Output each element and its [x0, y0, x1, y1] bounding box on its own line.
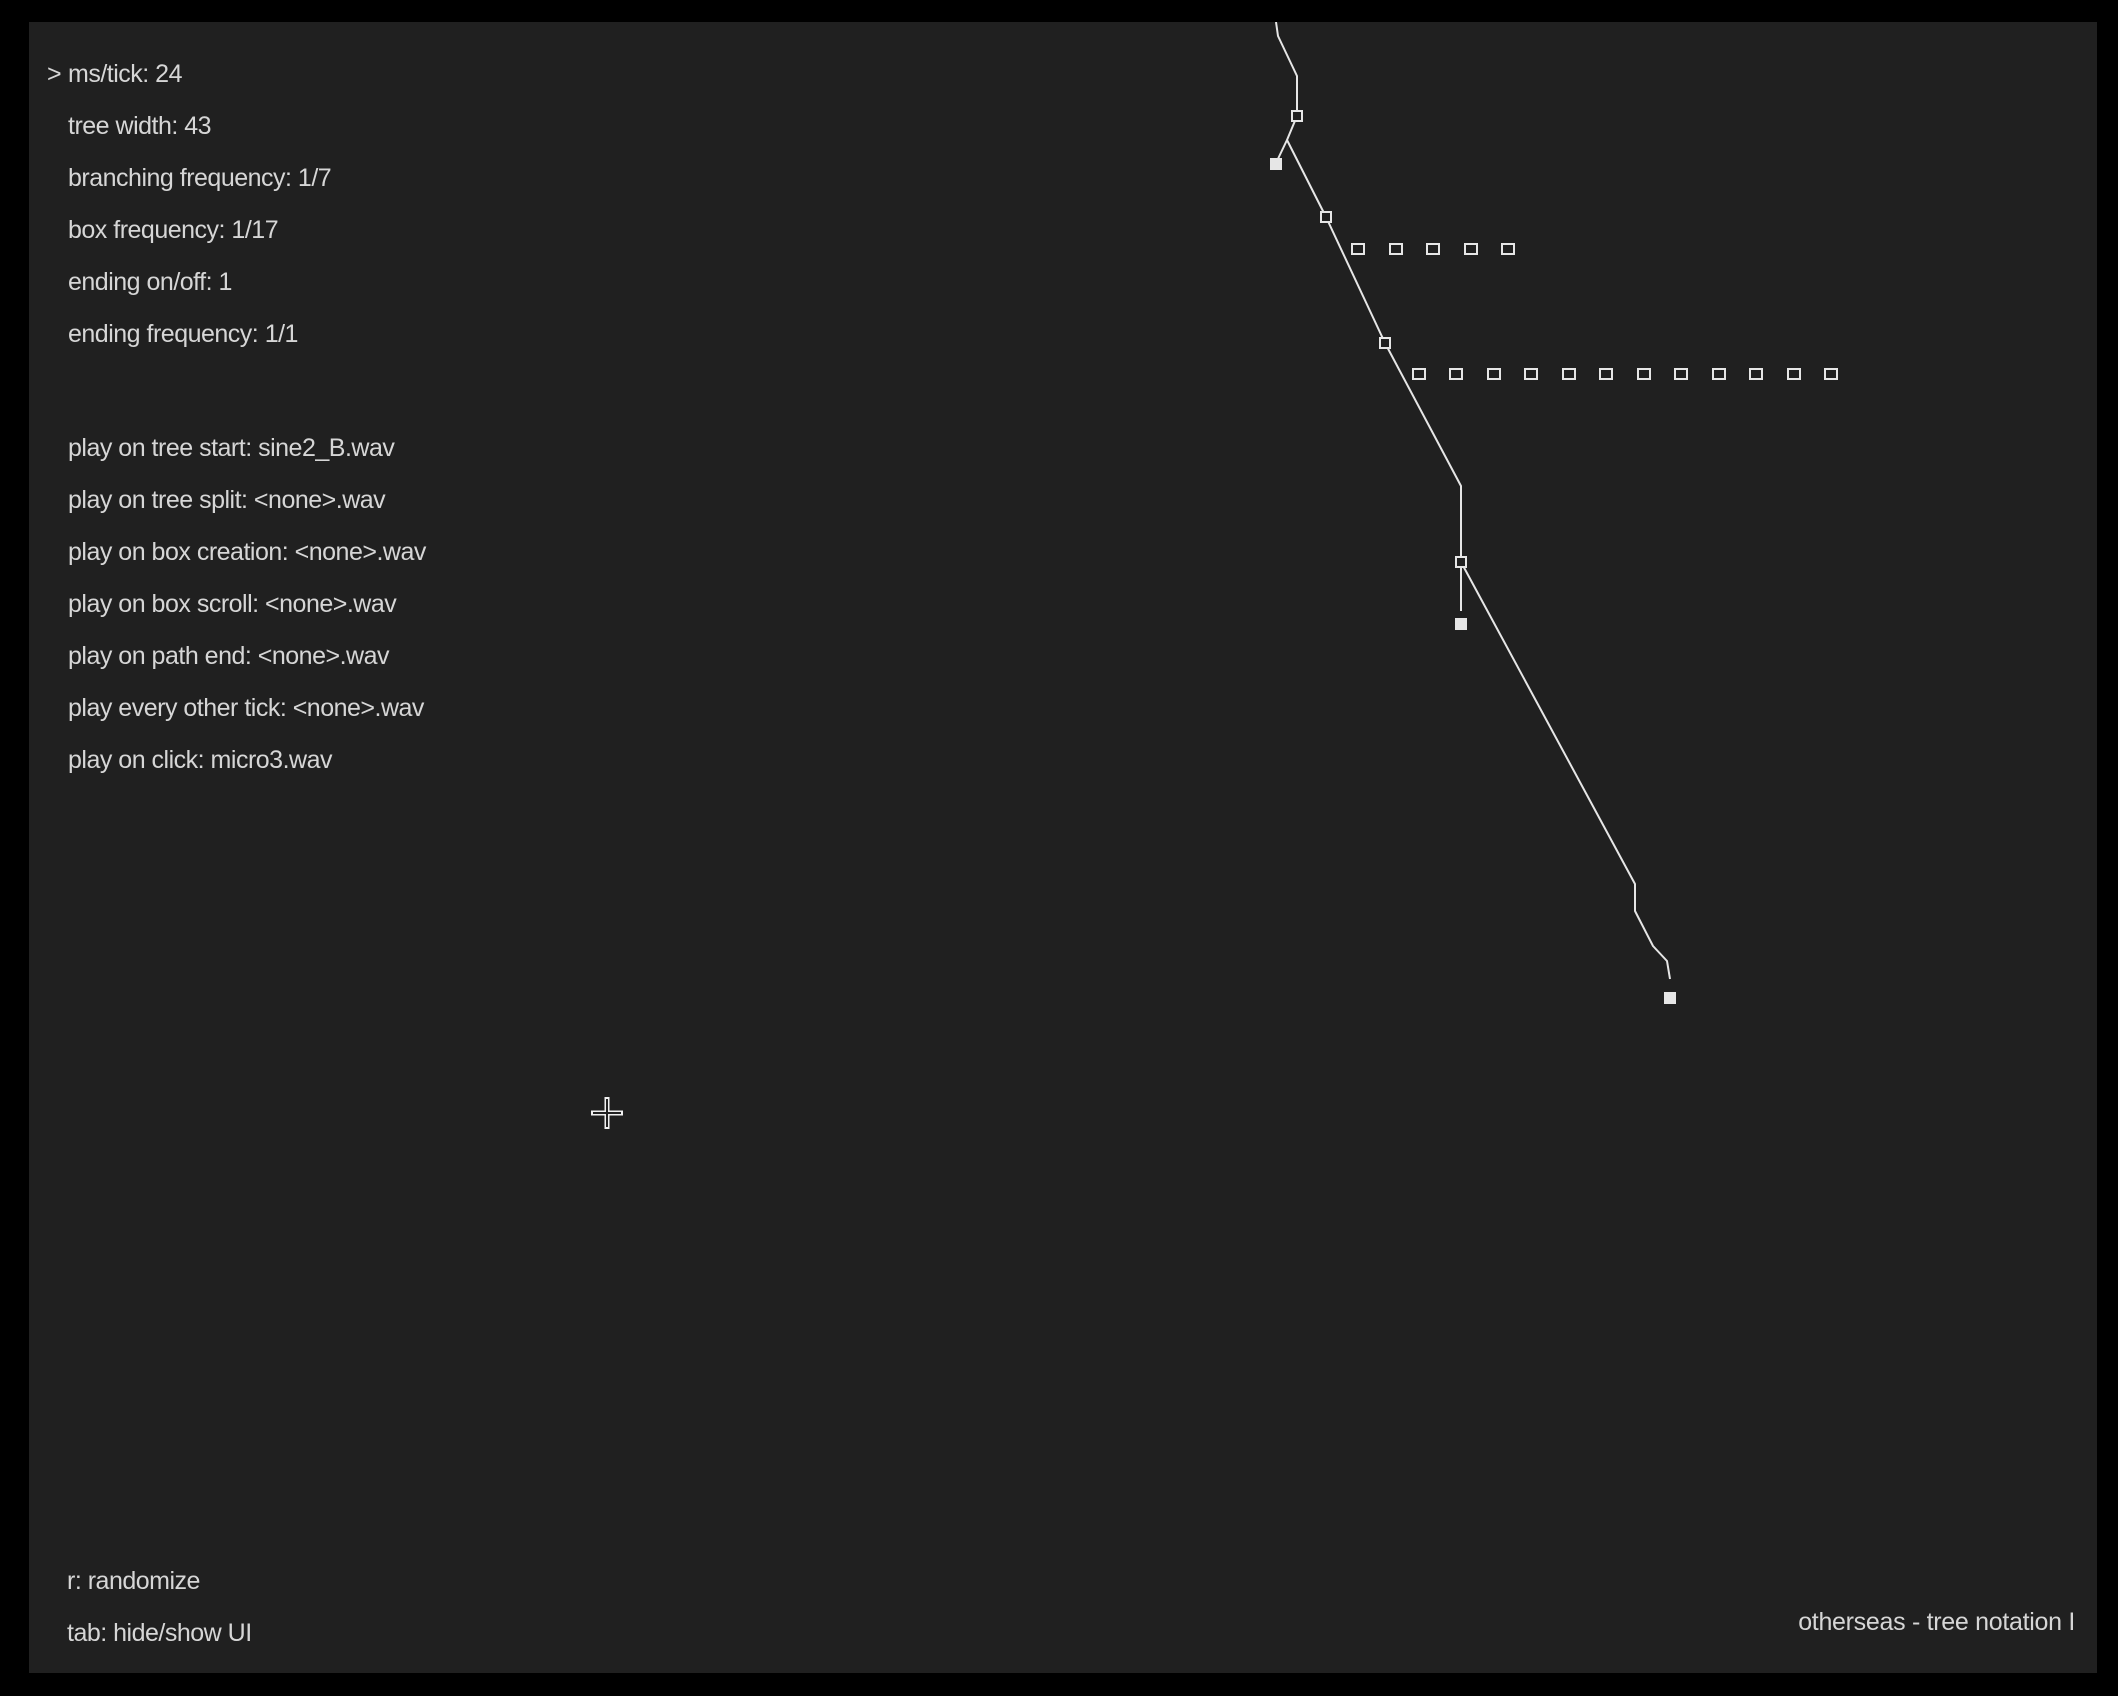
scroll-box [1824, 368, 1838, 380]
setting-play-on-box-scroll[interactable]: play on box scroll: <none>.wav [68, 589, 397, 619]
setting-box-frequency-label: box frequency: 1/17 [68, 216, 279, 244]
footer-title: otherseas - tree notation I [1798, 1608, 2075, 1636]
setting-play-on-box-creation-label: play on box creation: <none>.wav [68, 538, 426, 566]
setting-play-on-tree-split[interactable]: play on tree split: <none>.wav [68, 485, 386, 515]
setting-ending-on-off-label: ending on/off: 1 [68, 268, 232, 296]
tree-visualization [1270, 22, 1838, 1004]
setting-tree-width[interactable]: tree width: 43 [68, 111, 212, 141]
setting-play-on-click[interactable]: play on click: micro3.wav [68, 745, 332, 775]
scroll-box [1599, 368, 1613, 380]
setting-tree-width-label: tree width: 43 [68, 112, 212, 140]
scroll-box [1487, 368, 1501, 380]
scroll-box [1674, 368, 1688, 380]
tree-trunk [1275, 22, 1462, 562]
setting-branching-frequency[interactable]: branching frequency: 1/7 [68, 163, 332, 193]
tree-split-node [1320, 211, 1332, 223]
scroll-box [1426, 243, 1440, 255]
setting-play-on-path-end[interactable]: play on path end: <none>.wav [68, 641, 390, 671]
setting-play-on-click-label: play on click: micro3.wav [68, 746, 332, 774]
tree-trunk-lower [1460, 561, 1671, 980]
tree-split-node [1291, 110, 1303, 122]
selection-caret: > [47, 60, 62, 88]
setting-play-on-box-creation[interactable]: play on box creation: <none>.wav [68, 537, 426, 567]
help-randomize: r: randomize [67, 1567, 200, 1595]
tree-end-node [1270, 158, 1282, 170]
setting-play-every-other-tick[interactable]: play every other tick: <none>.wav [68, 693, 424, 723]
scroll-box [1389, 243, 1403, 255]
setting-branching-frequency-label: branching frequency: 1/7 [68, 164, 332, 192]
scroll-box [1501, 243, 1515, 255]
setting-ending-frequency-label: ending frequency: 1/1 [68, 320, 298, 348]
scroll-box [1449, 368, 1463, 380]
scroll-box [1562, 368, 1576, 380]
setting-ms-per-tick-label: ms/tick: 24 [68, 60, 182, 88]
tree-end-node [1455, 618, 1467, 630]
scroll-box [1712, 368, 1726, 380]
setting-play-on-tree-start-label: play on tree start: sine2_B.wav [68, 434, 395, 462]
setting-play-on-box-scroll-label: play on box scroll: <none>.wav [68, 590, 397, 618]
setting-play-on-tree-start[interactable]: play on tree start: sine2_B.wav [68, 433, 395, 463]
setting-ending-frequency[interactable]: ending frequency: 1/1 [68, 319, 298, 349]
setting-play-on-path-end-label: play on path end: <none>.wav [68, 642, 390, 670]
scroll-box [1351, 243, 1365, 255]
setting-play-on-tree-split-label: play on tree split: <none>.wav [68, 486, 386, 514]
help-toggle-ui: tab: hide/show UI [67, 1619, 252, 1647]
scroll-box [1637, 368, 1651, 380]
scroll-box [1524, 368, 1538, 380]
setting-ms-per-tick[interactable]: > ms/tick: 24 [47, 59, 182, 89]
app-canvas[interactable]: > ms/tick: 24 tree width: 43 branching f… [29, 22, 2097, 1673]
setting-ending-on-off[interactable]: ending on/off: 1 [68, 267, 232, 297]
scroll-box [1749, 368, 1763, 380]
tree-end-node [1664, 992, 1676, 1004]
tree-split-node [1379, 337, 1391, 349]
setting-box-frequency[interactable]: box frequency: 1/17 [68, 215, 279, 245]
scroll-box [1412, 368, 1426, 380]
setting-play-every-other-tick-label: play every other tick: <none>.wav [68, 694, 424, 722]
tree-split-node [1455, 556, 1467, 568]
scroll-box [1787, 368, 1801, 380]
crosshair-cursor-icon [591, 1097, 623, 1129]
scroll-box [1464, 243, 1478, 255]
